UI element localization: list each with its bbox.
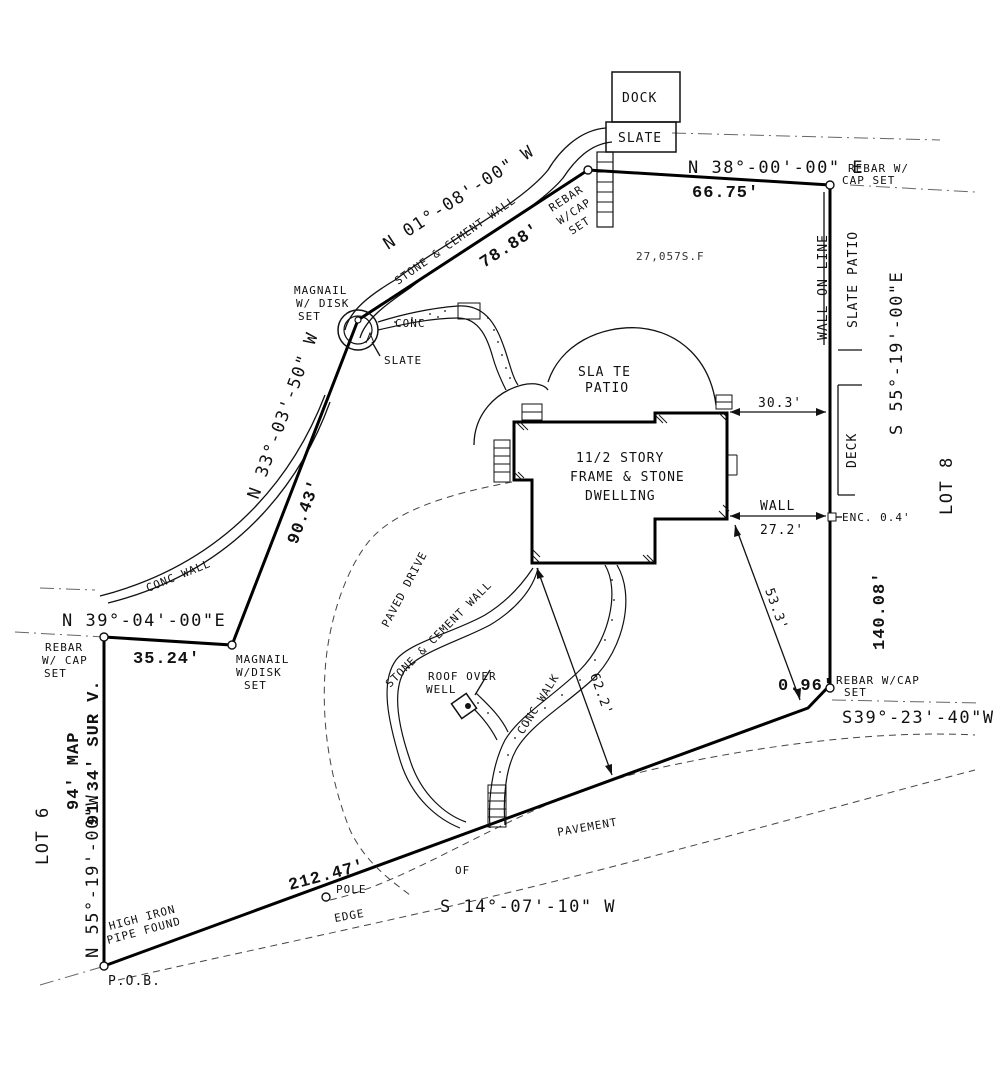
pole-label: POLE <box>336 883 367 896</box>
conc-path-label: CONC <box>395 317 426 330</box>
magnail-circle <box>337 309 381 357</box>
area-label: 27,057S.F <box>636 250 705 263</box>
distance-west-lot-map: 94' MAP <box>65 732 84 810</box>
pole-marker <box>321 892 331 902</box>
distance-west-upper: 90.43' <box>285 477 326 547</box>
slate-patio-label-2: PATIO <box>585 381 629 396</box>
dock-steps <box>596 151 614 228</box>
lot-west-label: LOT 6 <box>33 806 53 865</box>
rebar-w-label-1: REBAR <box>45 641 83 654</box>
east-features <box>823 192 862 522</box>
pavement-label: PAVEMENT <box>556 816 618 839</box>
conc-walk-label: CONC WALK <box>515 672 562 737</box>
conc-walk <box>464 564 627 829</box>
bearing-south-east: S39°-23'-40"W <box>842 708 995 728</box>
distance-deck-offset: 30.3' <box>758 396 802 411</box>
distance-west-short: 35.24' <box>133 650 200 669</box>
distance-north-west: 78.88' <box>477 220 544 273</box>
distance-house-to-east: 53.3' <box>761 586 790 633</box>
deck-label: DECK <box>845 433 860 468</box>
rebar-w-label-3: SET <box>44 667 67 680</box>
magnail-marker-low <box>227 640 237 650</box>
rebar-se-label-2: SET <box>844 686 867 699</box>
west-conc-wall <box>39 394 331 604</box>
bearing-east: S 55°-19'-00"E <box>887 271 907 435</box>
roof-over-well-label-1: ROOF OVER <box>428 670 497 683</box>
of-label: OF <box>455 864 470 877</box>
distance-east: 140.08' <box>871 572 890 650</box>
distance-south-east-short: 0.96' <box>778 677 834 696</box>
conc-path-stipple <box>394 310 511 379</box>
paved-drive <box>323 481 539 896</box>
rebar-marker-ne <box>825 180 835 190</box>
bearing-west-lot: N 55°-19'-00"W <box>83 794 103 958</box>
distance-north-east: 66.75' <box>692 184 759 203</box>
rebar-marker-w <box>99 632 109 642</box>
rebar-se-label-1: REBAR W/CAP <box>836 674 920 687</box>
rebar-marker-top <box>583 165 593 175</box>
rebar-ne-label-2: CAP SET <box>842 174 895 187</box>
dwelling-label-3: DWELLING <box>585 489 656 504</box>
lot-labels: LOT 8 LOT 6 <box>33 456 957 865</box>
dwelling-label-1: 11/2 STORY <box>576 451 664 466</box>
conc-wall-label: CONC WALL <box>144 557 212 595</box>
roof-over-well: ROOF OVER WELL <box>426 669 497 720</box>
slate-patio-east-label: SLATE PATIO <box>846 231 861 328</box>
bearing-south: S 14°-07'-10" W <box>440 897 616 917</box>
magnail-low-label-3: SET <box>244 679 267 692</box>
roof-over-well-label-2: WELL <box>426 683 457 696</box>
dock-structure: DOCK SLATE <box>596 71 681 228</box>
bearing-west-upper: N 33°-03'-50" W <box>244 329 323 501</box>
dwelling-hatching <box>513 412 738 564</box>
magnail-low-label-1: MAGNAIL <box>236 653 289 666</box>
encroachment-label: ENC. 0.4' <box>842 511 911 524</box>
rebar-marker-se <box>825 683 835 693</box>
magnail-low-label-2: W/DISK <box>236 666 282 679</box>
dwelling-label-2: FRAME & STONE <box>570 470 685 485</box>
distance-labels: 66.75' 78.88' 90.43' 35.24' 140.08' 212.… <box>65 184 890 896</box>
feature-labels: STONE & CEMENT WALL CONC SLATE SLA TE PA… <box>144 194 911 925</box>
conc-path-north <box>377 302 519 391</box>
dwelling: 11/2 STORY FRAME & STONE DWELLING <box>512 411 738 565</box>
corner-markers <box>99 165 835 971</box>
slate-circle-label: SLATE <box>384 354 422 367</box>
slate-patio <box>473 327 733 483</box>
dock-step-lines <box>597 161 613 213</box>
slate-dock-label: SLATE <box>618 131 662 146</box>
edge-label: EDGE <box>333 907 365 925</box>
dimension-lines <box>536 408 826 776</box>
dwelling-outline <box>512 411 729 565</box>
wall-on-line-label: WALL ON LINE <box>816 234 831 340</box>
magnail-top-label-1: MAGNAIL <box>294 284 347 297</box>
magnail-top-label-2: W/ DISK <box>296 297 349 310</box>
pob-label: P.O.B. <box>108 974 161 989</box>
pob-marker <box>99 961 109 971</box>
dock-label: DOCK <box>622 91 657 106</box>
rebar-ne-label-1: REBAR W/ <box>848 162 909 175</box>
bearing-north-east: N 38°-00'-00" E <box>688 158 864 178</box>
magnail-top-label-3: SET <box>298 310 321 323</box>
distance-house-to-road: 62.2' <box>586 671 615 718</box>
distance-west-lot-survey: 91.34' SUR V. <box>85 679 104 825</box>
bearing-west-short: N 39°-04'-00"E <box>62 611 226 631</box>
distance-wall-offset: 27.2' <box>760 523 804 538</box>
property-boundary <box>102 168 832 969</box>
offsite-lines <box>14 132 981 986</box>
wall-label: WALL <box>760 499 795 514</box>
slate-patio-label-1: SLA TE <box>578 365 631 380</box>
slate-landing <box>605 121 677 153</box>
rebar-w-label-2: W/ CAP <box>42 654 88 667</box>
lot-east-label: LOT 8 <box>937 456 957 515</box>
paved-drive-label: PAVED DRIVE <box>379 549 430 629</box>
conc-walk-stipple <box>477 579 615 773</box>
